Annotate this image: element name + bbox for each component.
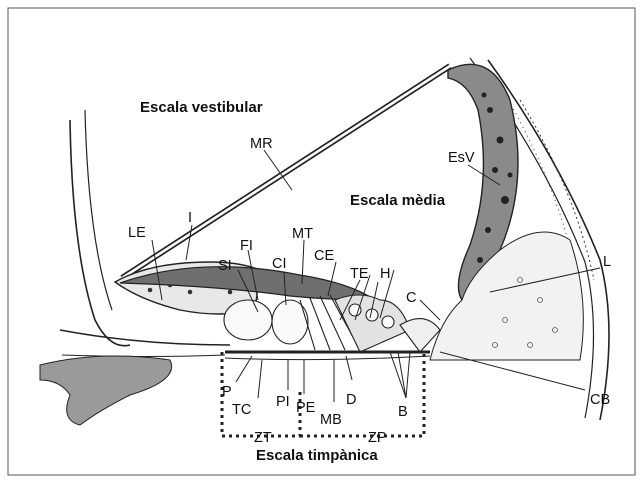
label-FI: FI bbox=[240, 238, 253, 254]
label-SI: SI bbox=[218, 258, 232, 274]
label-LE: LE bbox=[128, 225, 146, 241]
label-MR: MR bbox=[250, 136, 273, 152]
label-CE: CE bbox=[314, 248, 334, 264]
label-B: B bbox=[398, 404, 408, 420]
label-P: P bbox=[222, 384, 232, 400]
label-C: C bbox=[406, 290, 416, 306]
label-ZP: ZP bbox=[368, 430, 387, 446]
label-MB: MB bbox=[320, 412, 342, 428]
label-PE: PE bbox=[296, 400, 316, 416]
label-ZT: ZT bbox=[254, 430, 272, 446]
label-EsV: EsV bbox=[448, 150, 475, 166]
spiral-ligament bbox=[430, 232, 583, 360]
reissner-membrane bbox=[122, 66, 450, 278]
label-MT: MT bbox=[292, 226, 313, 242]
label-D: D bbox=[346, 392, 356, 408]
label-PI: PI bbox=[276, 394, 290, 410]
label-H: H bbox=[380, 266, 390, 282]
label-TC: TC bbox=[232, 402, 251, 418]
label-L: L bbox=[603, 254, 611, 270]
label-escala-vestibular: Escala vestibular bbox=[140, 99, 263, 116]
spiral-ganglion-fibers bbox=[40, 356, 172, 425]
label-CB: CB bbox=[590, 392, 610, 408]
label-I: I bbox=[188, 210, 192, 226]
label-CI: CI bbox=[272, 256, 287, 272]
label-escala-media: Escala mèdia bbox=[350, 192, 446, 209]
label-escala-timpanica: Escala timpànica bbox=[256, 447, 378, 464]
label-TE: TE bbox=[350, 266, 369, 282]
